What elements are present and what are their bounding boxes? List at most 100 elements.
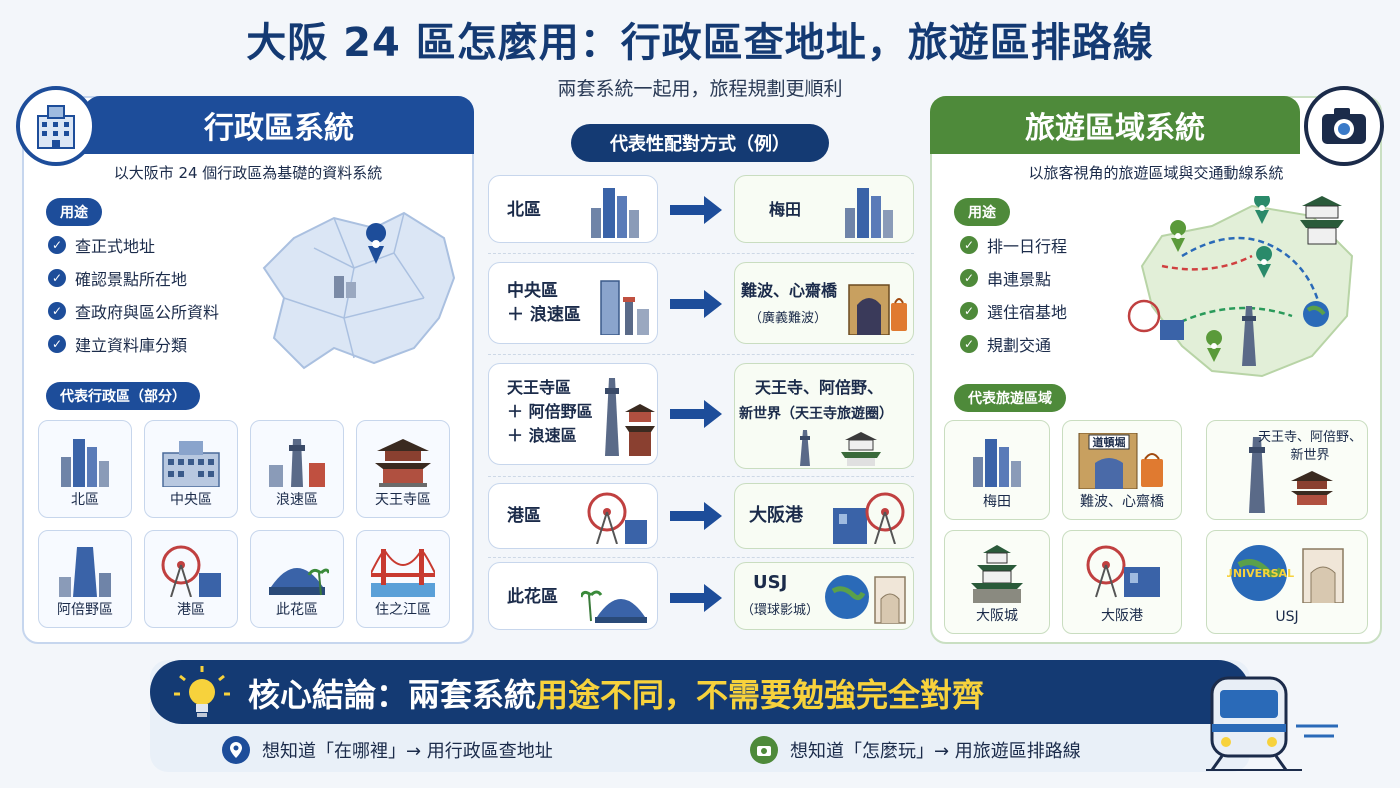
dotonbori-sign-icon: 道頓堀 <box>1078 433 1163 489</box>
skyscraper-icon <box>845 188 893 238</box>
dome-building-icon <box>269 568 329 596</box>
admin-district-panel: 行政區系統 以大阪市 24 個行政區為基礎的資料系統 用途 ✓查正式地址 ✓確認… <box>16 86 474 644</box>
district-card-minato[interactable]: 港區 <box>144 530 238 628</box>
tourist-route-map-icon <box>1127 196 1354 378</box>
universal-globe-icon: UNIVERSAL <box>1227 545 1344 603</box>
pair-row-5-area: USJ （環球影城） <box>734 562 914 630</box>
train-icon <box>1206 676 1338 771</box>
district-card-kita[interactable]: 北區 <box>38 420 132 518</box>
pair-row-4-area: 大阪港 <box>734 483 914 549</box>
admin-panel-header: 行政區系統 <box>84 96 474 154</box>
list-item: ✓確認景點所在地 <box>48 261 219 294</box>
district-card-chuo[interactable]: 中央區 <box>144 420 238 518</box>
area-card-tennoji[interactable]: 天王寺、阿倍野、新世界 <box>1206 420 1368 520</box>
list-item: ✓建立資料庫分類 <box>48 327 219 360</box>
tourist-use-label: 用途 <box>954 198 1010 226</box>
bridge-icon <box>371 549 435 597</box>
pair-row-3-district: 天王寺區＋ 阿倍野區＋ 浪速區 <box>488 363 658 465</box>
list-item: ✓串連景點 <box>960 261 1067 294</box>
page-title: 大阪 24 區怎麼用：行政區查地址，旅遊區排路線 <box>246 20 1154 66</box>
check-icon: ✓ <box>48 301 66 320</box>
list-item: ✓查正式地址 <box>48 228 219 261</box>
tsutenkaku-tower-icon <box>269 439 325 487</box>
arrow-right-icon <box>670 196 722 224</box>
building-icon <box>16 86 96 166</box>
dome-building-icon <box>581 590 647 623</box>
row-divider <box>488 476 914 477</box>
tourist-area-panel: 旅遊區域系統 以旅客視角的旅遊區域與交通動線系統 用途 ✓排一日行程 ✓串連景點… <box>930 86 1384 644</box>
camera-icon <box>1304 86 1384 166</box>
camera-icon <box>750 736 778 764</box>
check-icon: ✓ <box>960 235 978 254</box>
universal-globe-icon <box>825 575 906 624</box>
pair-row-3-area: 天王寺、阿倍野、 新世界（天王寺旅遊圈） <box>734 363 914 469</box>
arrow-right-icon <box>670 502 722 530</box>
area-card-usj[interactable]: UNIVERSAL USJ <box>1206 530 1368 634</box>
pair-row-5-district: 此花區 <box>488 562 658 630</box>
conclusion-banner <box>150 660 1250 724</box>
tourist-use-list: ✓排一日行程 ✓串連景點 ✓選住宿基地 ✓規劃交通 <box>960 228 1067 360</box>
check-icon: ✓ <box>960 334 978 353</box>
check-icon: ✓ <box>960 268 978 287</box>
skyscraper-icon <box>61 439 109 487</box>
arrow-right-icon <box>670 584 722 612</box>
admin-use-list: ✓查正式地址 ✓確認景點所在地 ✓查政府與區公所資料 ✓建立資料庫分類 <box>48 228 219 360</box>
arrow-right-icon <box>670 290 722 318</box>
district-card-abeno[interactable]: 阿倍野區 <box>38 530 132 628</box>
office-building-icon <box>162 441 220 487</box>
list-item: ✓查政府與區公所資料 <box>48 294 219 327</box>
list-item: ✓選住宿基地 <box>960 294 1067 327</box>
admin-rep-label: 代表行政區（部分） <box>46 382 200 410</box>
area-card-osaka-port[interactable]: 大阪港 <box>1062 530 1182 634</box>
abeno-harukas-icon <box>59 547 111 597</box>
shopping-street-icon <box>848 284 907 335</box>
skyscraper-icon <box>591 188 639 238</box>
tsutenkaku-tower-icon <box>1249 437 1265 513</box>
row-divider <box>488 253 914 254</box>
list-item: ✓規劃交通 <box>960 327 1067 360</box>
arrow-right-icon <box>670 400 722 428</box>
pair-row-1-district: 北區 <box>488 175 658 243</box>
area-card-namba[interactable]: 道頓堀 難波、心齋橋 <box>1062 420 1182 520</box>
pair-row-4-district: 港區 <box>488 483 658 549</box>
tower-temple-icon <box>800 430 881 466</box>
list-item: ✓排一日行程 <box>960 228 1067 261</box>
location-pin-icon <box>222 736 250 764</box>
area-card-osaka-castle[interactable]: 大阪城 <box>944 530 1050 634</box>
pairing-label: 代表性配對方式（例） <box>571 124 829 162</box>
district-card-suminoe[interactable]: 住之江區 <box>356 530 450 628</box>
pagoda-temple-icon <box>1291 471 1333 505</box>
conclusion-title: 核心結論：兩套系統用途不同，不需要勉強完全對齊 <box>248 676 985 714</box>
tower-temple-icon <box>605 378 655 456</box>
svg-text:道頓堀: 道頓堀 <box>1093 435 1126 449</box>
harbor-ferris-wheel-icon <box>833 492 905 544</box>
check-icon: ✓ <box>48 334 66 353</box>
tourist-panel-description: 以旅客視角的旅遊區域與交通動線系統 <box>1028 164 1284 182</box>
tourist-panel-header: 旅遊區域系統 <box>930 96 1300 154</box>
check-icon: ✓ <box>48 235 66 254</box>
lightbulb-icon <box>174 666 230 717</box>
ferris-wheel-icon <box>161 545 221 597</box>
ferris-wheel-icon <box>587 492 647 544</box>
page-subtitle: 兩套系統一起用，旅程規劃更順利 <box>557 78 843 100</box>
harbor-ferris-wheel-icon <box>1086 545 1160 598</box>
check-icon: ✓ <box>960 301 978 320</box>
pair-row-2-district: 中央區＋ 浪速區 <box>488 262 658 344</box>
conclusion-line-admin: 想知道「在哪裡」→ 用行政區查地址 <box>222 736 553 764</box>
skyscraper-icon <box>973 439 1021 487</box>
pair-row-1-area: 梅田 <box>734 175 914 243</box>
district-card-naniwa[interactable]: 浪速區 <box>250 420 344 518</box>
pagoda-temple-icon <box>375 439 431 487</box>
row-divider <box>488 557 914 558</box>
district-card-tennoji[interactable]: 天王寺區 <box>356 420 450 518</box>
tourist-rep-label: 代表旅遊區域 <box>954 384 1066 412</box>
pair-row-2-area: 難波、心齋橋 （廣義難波） <box>734 262 914 344</box>
district-card-konohana[interactable]: 此花區 <box>250 530 344 628</box>
check-icon: ✓ <box>48 268 66 287</box>
conclusion-line-tourist: 想知道「怎麼玩」→ 用旅遊區排路線 <box>750 736 1081 764</box>
svg-text:UNIVERSAL: UNIVERSAL <box>1227 567 1294 580</box>
osaka-castle-icon <box>971 545 1023 603</box>
office-tower-icon <box>600 280 649 335</box>
admin-panel-description: 以大阪市 24 個行政區為基礎的資料系統 <box>113 164 383 182</box>
area-card-umeda[interactable]: 梅田 <box>944 420 1050 520</box>
